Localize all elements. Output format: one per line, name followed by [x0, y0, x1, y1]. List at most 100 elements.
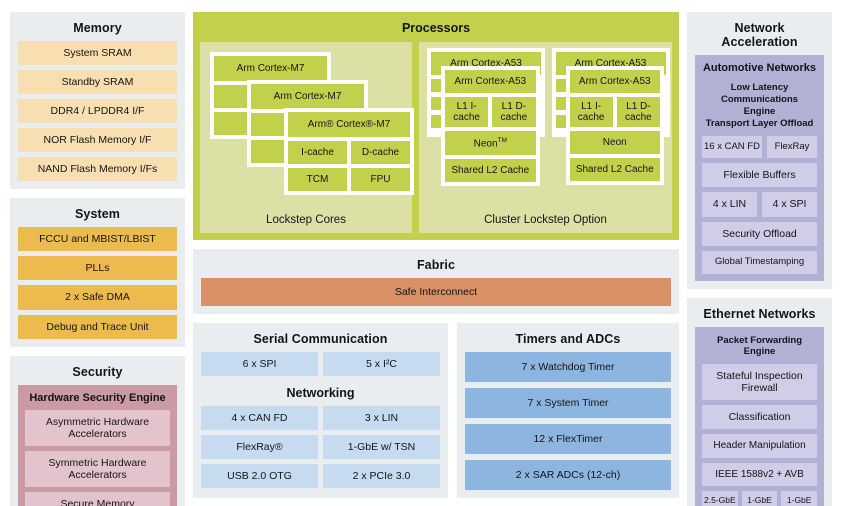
a53-cluster-2-l1-dcache: L1 D-cache: [616, 97, 660, 127]
ethernet-item-ieee-1588: IEEE 1588v2 + AVB: [702, 462, 817, 487]
ethernet-mac-1gbe-b: 1-GbE MAC: [781, 491, 818, 506]
a53-cluster-2-neon: Neon: [569, 131, 660, 154]
hse-item-symmetric: Symmetric Hardware Accelerators: [25, 450, 170, 487]
cortex-m7-card-3-fpu: FPU: [351, 168, 410, 191]
packet-forwarding-engine-note: Packet Forwarding Engine: [702, 332, 817, 365]
system-item-plls: PLLs: [18, 256, 177, 281]
a53-cluster-2: Arm Cortex-A53 Arm Cortex-A53 L1 I-cache…: [551, 48, 670, 208]
cortex-m7-card-3: Arm® Cortex®-M7 I-cache D-cache TCM FPU: [284, 108, 414, 195]
a53-cluster-2-name: Arm Cortex-A53: [569, 70, 660, 93]
serial-item-spi: 6 x SPI: [201, 351, 318, 376]
cortex-m7-card-1-name: Arm Cortex-M7: [214, 56, 327, 81]
memory-item-standby-sram: Standby SRAM: [18, 70, 177, 95]
timers-item-sar-adcs: 2 x SAR ADCs (12-ch): [465, 459, 671, 490]
hse-item-asymmetric: Asymmetric Hardware Accelerators: [25, 409, 170, 446]
ethernet-mac-2p5gbe: 2.5-GbE MAC: [702, 491, 738, 506]
serial-communication-title: Serial Communication: [253, 331, 388, 346]
right-column: Network Acceleration Automotive Networks…: [687, 12, 832, 506]
cortex-m7-card-3-name: Arm® Cortex®-M7: [288, 112, 410, 137]
automotive-networks-group: Automotive Networks Low Latency Communic…: [695, 55, 824, 281]
engine-note-line-1: Low Latency: [730, 82, 789, 93]
processors-title: Processors: [401, 21, 471, 35]
a53-cluster-1-l1-icache: L1 I-cache: [445, 97, 489, 127]
engine-note-line-2: Communications Engine: [720, 93, 799, 117]
timers-adcs-title: Timers and ADCs: [515, 331, 621, 346]
timers-adcs-panel: Timers and ADCs 7 x Watchdog Timer 7 x S…: [457, 322, 679, 498]
auto-item-can-fd: 16 x CAN FD: [702, 135, 762, 159]
hse-item-secure-memory: Secure Memory: [25, 491, 170, 506]
security-panel: Security Hardware Security Engine Asymme…: [10, 355, 185, 506]
system-item-safe-dma: 2 x Safe DMA: [18, 285, 177, 310]
trademark-symbol: TM: [497, 137, 507, 144]
low-latency-engine-note: Low Latency Communications Engine Transp…: [702, 80, 817, 136]
a53-cluster-1-l2: Shared L2 Cache: [445, 159, 536, 183]
processors-body: Arm Cortex-M7 I-cache TCM Arm Cortex-M7 …: [200, 42, 672, 233]
a53-cluster-1-front-card: Arm Cortex-A53 L1 I-cache L1 D-cache Neo…: [441, 66, 540, 187]
system-title: System: [74, 207, 121, 222]
cluster-lockstep-group: Arm Cortex-A53 Arm Cortex-A53 L1 I-cache…: [419, 42, 672, 233]
timers-item-watchdog: 7 x Watchdog Timer: [465, 351, 671, 382]
memory-item-system-sram: System SRAM: [18, 41, 177, 66]
networking-item-lin: 3 x LIN: [323, 405, 440, 430]
a53-cluster-1-name: Arm Cortex-A53: [445, 70, 536, 93]
memory-item-nor-flash: NOR Flash Memory I/F: [18, 128, 177, 153]
auto-item-lin: 4 x LIN: [702, 192, 757, 217]
networking-item-gbe-tsn: 1-GbE w/ TSN: [323, 434, 440, 459]
automotive-networks-title: Automotive Networks: [702, 62, 817, 74]
memory-panel: Memory System SRAM Standby SRAM DDR4 / L…: [10, 12, 185, 190]
ethernet-item-classification: Classification: [702, 405, 817, 430]
lockstep-cores-label: Lockstep Cores: [266, 213, 346, 226]
ethernet-mac-1gbe-a: 1-GbE MAC: [741, 491, 778, 506]
processors-panel: Processors Arm Cortex-M7 I-cache TCM Arm…: [193, 12, 679, 240]
a53-cluster-2-l2: Shared L2 Cache: [569, 158, 660, 181]
timers-item-flextimer: 12 x FlexTimer: [465, 423, 671, 454]
ethernet-item-firewall: Stateful Inspection Firewall: [702, 364, 817, 401]
peripherals-row: Serial Communication 6 x SPI 5 x I²C Net…: [193, 322, 679, 498]
a53-cluster-1-neon: NeonTM: [445, 131, 536, 156]
left-column: Memory System SRAM Standby SRAM DDR4 / L…: [10, 12, 185, 506]
networking-item-flexray: FlexRay®: [201, 434, 318, 459]
system-item-fccu: FCCU and MBIST/LBIST: [18, 227, 177, 252]
auto-item-flexible-buffers: Flexible Buffers: [702, 163, 817, 188]
m7-card-stack: Arm Cortex-M7 I-cache TCM Arm Cortex-M7 …: [208, 48, 414, 208]
safe-interconnect-bar: Safe Interconnect: [201, 277, 671, 306]
cortex-m7-card-2-name: Arm Cortex-M7: [251, 84, 364, 109]
networking-item-can-fd: 4 x CAN FD: [201, 405, 318, 430]
a53-cluster-2-front-card: Arm Cortex-A53 L1 I-cache L1 D-cache Neo…: [565, 66, 664, 185]
hse-title: Hardware Security Engine: [29, 391, 166, 404]
network-acceleration-panel: Network Acceleration Automotive Networks…: [687, 12, 832, 289]
memory-title: Memory: [73, 21, 122, 35]
a53-cluster-1-l1-dcache: L1 D-cache: [492, 97, 536, 127]
system-item-debug-trace: Debug and Trace Unit: [18, 314, 177, 339]
memory-item-nand-flash: NAND Flash Memory I/Fs: [18, 157, 177, 182]
auto-item-spi: 4 x SPI: [762, 192, 817, 217]
networking-title: Networking: [286, 385, 355, 400]
a53-clusters: Arm Cortex-A53 Arm Cortex-A53 L1 I-cache…: [427, 48, 670, 208]
networking-item-pcie: 2 x PCIe 3.0: [323, 463, 440, 488]
serial-item-i2c: 5 x I²C: [323, 351, 440, 376]
network-acceleration-title: Network Acceleration: [721, 21, 798, 49]
a53-cluster-2-l1-icache: L1 I-cache: [569, 97, 613, 127]
timers-item-system-timer: 7 x System Timer: [465, 387, 671, 418]
fabric-panel: Fabric Safe Interconnect: [193, 248, 679, 314]
hardware-security-engine: Hardware Security Engine Asymmetric Hard…: [18, 384, 177, 506]
lockstep-cores-group: Arm Cortex-M7 I-cache TCM Arm Cortex-M7 …: [200, 42, 414, 233]
fabric-title: Fabric: [416, 257, 456, 272]
cortex-m7-card-3-dcache: D-cache: [351, 141, 410, 164]
pfe-note-line-2: Engine: [743, 346, 776, 358]
ethernet-item-header-manipulation: Header Manipulation: [702, 434, 817, 458]
ethernet-networks-title: Ethernet Networks: [703, 306, 816, 321]
ethernet-mac-row: 2.5-GbE MAC 1-GbE MAC 1-GbE MAC: [702, 491, 818, 506]
mac-speed-2: 1-GbE: [747, 495, 772, 506]
auto-item-security-offload: Security Offload: [702, 221, 817, 246]
middle-column: Processors Arm Cortex-M7 I-cache TCM Arm…: [193, 12, 679, 498]
security-title: Security: [72, 364, 123, 379]
networking-item-usb: USB 2.0 OTG: [201, 463, 318, 488]
serial-communication-panel: Serial Communication 6 x SPI 5 x I²C Net…: [193, 322, 448, 498]
packet-forwarding-group: Packet Forwarding Engine Stateful Inspec…: [695, 326, 824, 506]
mac-speed-1: 2.5-GbE: [704, 495, 736, 506]
engine-note-line-3: Transport Layer Offload: [705, 117, 814, 129]
memory-item-ddr4: DDR4 / LPDDR4 I/F: [18, 99, 177, 124]
cluster-lockstep-label: Cluster Lockstep Option: [484, 213, 607, 226]
